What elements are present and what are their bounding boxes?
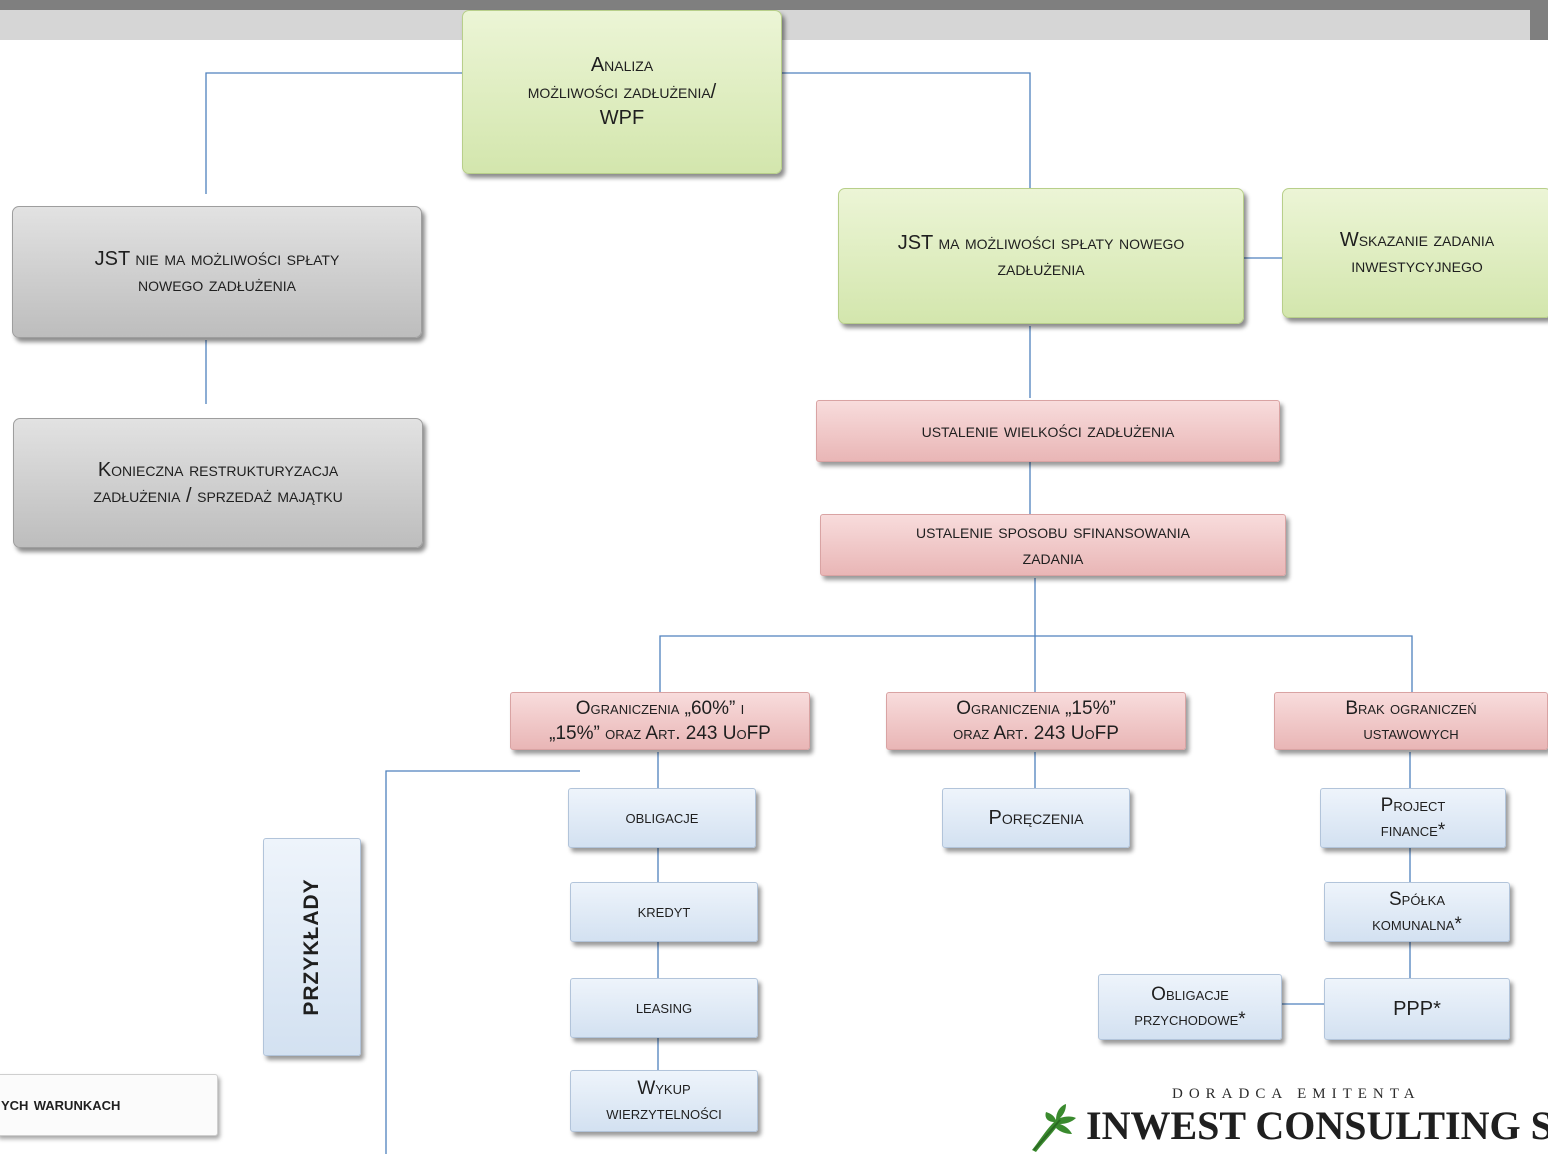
connector-categories (659, 635, 1413, 692)
category-15-line1: Ograniczenia „15%” (956, 697, 1116, 719)
no-capacity-line1: JST nie ma możliwości spłaty (94, 247, 340, 270)
spolka-node: Spółka komunalna* (1324, 882, 1510, 942)
category-no-limits-line1: Brak ograniczeń (1345, 697, 1477, 719)
kredyt-label: kredyt (637, 901, 691, 923)
spolka-line1: Spółka (1388, 888, 1446, 910)
root-line2: możliwości zadłużenia/ (527, 80, 717, 103)
leasing-label: leasing (635, 997, 693, 1019)
has-capacity-line2: zadłużenia (997, 258, 1085, 280)
obligacje-przych-line2: przychodowe* (1134, 1009, 1246, 1030)
has-capacity-node: JST ma możliwości spłaty nowego zadłużen… (838, 188, 1244, 324)
kredyt-node: kredyt (570, 882, 758, 942)
wykup-node: Wykup wierzytelności (570, 1070, 758, 1132)
no-capacity-node: JST nie ma możliwości spłaty nowego zadł… (12, 206, 422, 338)
inwest-consulting-logo: DORADCA EMITENTA INWEST CONSULTING SA (1022, 1084, 1548, 1154)
category-15-node: Ograniczenia „15%” oraz Art. 243 UoFP (886, 692, 1186, 750)
restructuring-line2: zadłużenia / sprzedaż majątku (93, 485, 343, 507)
connector-examples-bracket (385, 770, 580, 1154)
restructuring-line1: Konieczna restrukturyzacja (97, 458, 339, 481)
investment-line2: inwestycyjnego (1351, 255, 1483, 277)
wykup-line1: Wykup (637, 1077, 691, 1099)
oak-leaf-icon (1032, 1104, 1076, 1152)
category-15-line2: oraz Art. 243 UoFP (953, 723, 1119, 744)
ppp-label: PPP* (1393, 997, 1441, 1020)
category-no-limits-line2: ustawowych (1363, 723, 1459, 744)
connector-root-right (782, 72, 1031, 188)
financing-method-node: ustalenie sposobu sfinansowania zadania (820, 514, 1286, 576)
examples-label: PRZYKŁADY (300, 878, 324, 1016)
root-line1: Analiza (590, 54, 654, 77)
investment-line1: Wskazanie zadania (1339, 228, 1495, 251)
bottom-left-box: ych warunkach (0, 1074, 218, 1136)
obligacje-label: obligacje (625, 807, 699, 829)
obligacje-node: obligacje (568, 788, 756, 848)
bottom-left-text: ych warunkach (1, 1094, 121, 1116)
financing-method-line2: zadania (1022, 547, 1084, 569)
project-finance-node: Project finance* (1320, 788, 1506, 848)
poreczenia-node: Poręczenia (942, 788, 1130, 848)
root-line3: WPF (599, 107, 645, 130)
logo-subtitle: DORADCA EMITENTA (1172, 1086, 1421, 1102)
debt-size-label: ustalenie wielkości zadłużenia (921, 419, 1175, 442)
investment-node: Wskazanie zadania inwestycyjnego (1282, 188, 1548, 318)
spolka-line2: komunalna* (1372, 914, 1462, 935)
root-node: Analiza możliwości zadłużenia/ WPF (462, 10, 782, 174)
wykup-line2: wierzytelności (606, 1103, 722, 1124)
debt-size-node: ustalenie wielkości zadłużenia (816, 400, 1280, 462)
category-60-15-line1: Ograniczenia „60%” i (575, 697, 745, 719)
connector-root-left (205, 72, 462, 194)
category-no-limits-node: Brak ograniczeń ustawowych (1274, 692, 1548, 750)
examples-label-box: PRZYKŁADY (263, 838, 361, 1056)
project-finance-line2: finance* (1380, 820, 1446, 841)
poreczenia-label: Poręczenia (988, 806, 1084, 829)
header-band-edge (1530, 10, 1548, 40)
logo-name: INWEST CONSULTING SA (1086, 1103, 1548, 1148)
obligacje-przych-line1: Obligacje (1151, 983, 1229, 1005)
financing-method-line1: ustalenie sposobu sfinansowania (915, 520, 1191, 543)
has-capacity-line1: JST ma możliwości spłaty nowego (897, 231, 1185, 254)
category-60-15-line2: „15%” oraz Art. 243 UoFP (549, 723, 771, 744)
no-capacity-line2: nowego zadłużenia (137, 274, 296, 296)
restructuring-node: Konieczna restrukturyzacja zadłużenia / … (13, 418, 423, 548)
project-finance-line1: Project (1380, 794, 1446, 816)
top-bar (0, 0, 1548, 10)
obligacje-przych-node: Obligacje przychodowe* (1098, 974, 1282, 1040)
leasing-node: leasing (570, 978, 758, 1038)
category-60-15-node: Ograniczenia „60%” i „15%” oraz Art. 243… (510, 692, 810, 750)
ppp-node: PPP* (1324, 978, 1510, 1040)
